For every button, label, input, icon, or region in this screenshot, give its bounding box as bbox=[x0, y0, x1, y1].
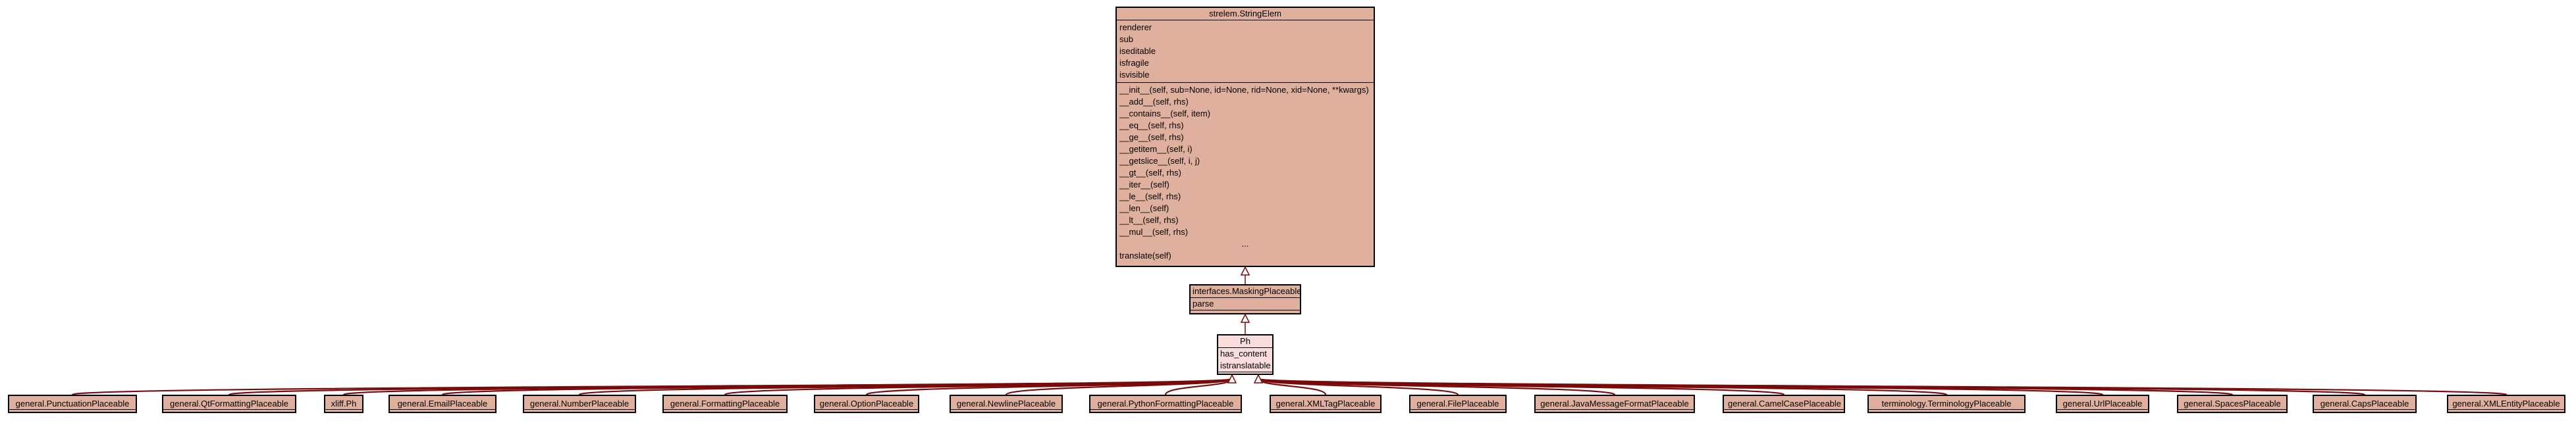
method-row: __add__(self, rhs) bbox=[1119, 97, 1189, 107]
edge-subclass-to-ph bbox=[1257, 378, 1459, 396]
class-general-javamessageformatplaceable[interactable]: general.JavaMessageFormatPlaceable bbox=[1534, 395, 1695, 413]
method-row: __lt__(self, rhs) bbox=[1119, 215, 1179, 225]
method-row: __iter__(self) bbox=[1119, 180, 1169, 189]
class-general-camelcaseplaceable[interactable]: general.CamelCasePlaceable bbox=[1723, 395, 1845, 413]
attribute-row: has_content bbox=[1220, 349, 1267, 359]
method-row: __len__(self) bbox=[1119, 203, 1169, 213]
method-row: ... bbox=[1241, 239, 1249, 249]
class-general-fileplaceable[interactable]: general.FilePlaceable bbox=[1409, 395, 1507, 413]
arrowhead-ph bbox=[1253, 374, 1264, 384]
attribute-row: renderer bbox=[1119, 22, 1152, 32]
attribute-row: iseditable bbox=[1119, 46, 1156, 56]
class-terminology-terminologyplaceable[interactable]: terminology.TerminologyPlaceable bbox=[1867, 395, 2026, 413]
attributes-section: parse bbox=[1191, 298, 1300, 310]
class-general-punctuationplaceable[interactable]: general.PunctuationPlaceable bbox=[8, 395, 137, 413]
class-general-numberplaceable[interactable]: general.NumberPlaceable bbox=[523, 395, 636, 413]
method-row: __ge__(self, rhs) bbox=[1119, 132, 1184, 142]
class-general-emailplaceable[interactable]: general.EmailPlaceable bbox=[389, 395, 496, 413]
class-general-capsplaceable[interactable]: general.CapsPlaceable bbox=[2313, 395, 2417, 413]
methods-section bbox=[1218, 372, 1272, 374]
class-general-xmltagplaceable[interactable]: general.XMLTagPlaceable bbox=[1270, 395, 1382, 413]
method-row: translate(self) bbox=[1119, 251, 1171, 260]
methods-section: __init__(self, sub=None, id=None, rid=No… bbox=[1117, 83, 1374, 263]
arrowhead-mid bbox=[1240, 313, 1250, 323]
attribute-row: isvisible bbox=[1119, 70, 1150, 80]
class-general-pythonformattingplaceable[interactable]: general.PythonFormattingPlaceable bbox=[1089, 395, 1242, 413]
attribute-row: sub bbox=[1119, 34, 1133, 44]
attribute-row: istranslatable bbox=[1220, 360, 1271, 370]
method-row: __le__(self, rhs) bbox=[1119, 191, 1181, 201]
method-row: __init__(self, sub=None, id=None, rid=No… bbox=[1119, 85, 1369, 95]
class-general-qtformattingplaceable[interactable]: general.QtFormattingPlaceable bbox=[162, 395, 296, 413]
class-general-formattingplaceable[interactable]: general.FormattingPlaceable bbox=[662, 395, 788, 413]
class-strelem-stringelem[interactable]: strelem.StringElem renderer sub iseditable… bbox=[1115, 7, 1375, 267]
class-general-newlineplaceable[interactable]: general.NewlinePlaceable bbox=[950, 395, 1063, 413]
method-row: __getitem__(self, i) bbox=[1119, 144, 1193, 154]
class-name: strelem.StringElem bbox=[1117, 8, 1374, 20]
methods-section bbox=[1191, 310, 1300, 312]
class-name: interfaces.MaskingPlaceable bbox=[1191, 285, 1301, 298]
arrowhead-root bbox=[1240, 266, 1250, 276]
class-general-urlplaceable[interactable]: general.UrlPlaceable bbox=[2056, 395, 2149, 413]
attribute-row: parse bbox=[1193, 299, 1214, 309]
class-general-xmlentityplaceable[interactable]: general.XMLEntityPlaceable bbox=[2447, 395, 2565, 413]
class-general-optionplaceable[interactable]: general.OptionPlaceable bbox=[814, 395, 919, 413]
attributes-section: renderer sub iseditable isfragile isvisible bbox=[1117, 20, 1374, 83]
arrowhead-ph bbox=[1227, 374, 1237, 384]
edge-subclass-to-ph bbox=[1257, 378, 2508, 396]
edge-subclass-to-ph bbox=[1005, 378, 1233, 396]
attribute-row: isfragile bbox=[1119, 58, 1149, 68]
method-row: __eq__(self, rhs) bbox=[1119, 120, 1184, 130]
method-row: __contains__(self, item) bbox=[1119, 109, 1211, 118]
class-name: Ph bbox=[1218, 335, 1272, 348]
class-masking-placeable[interactable]: interfaces.MaskingPlaceable parse bbox=[1189, 284, 1301, 314]
method-row: __getslice__(self, i, j) bbox=[1119, 156, 1200, 166]
class-xliff-ph[interactable]: xliff.Ph bbox=[324, 395, 363, 413]
method-row: __mul__(self, rhs) bbox=[1119, 227, 1189, 237]
method-row: __gt__(self, rhs) bbox=[1119, 168, 1181, 178]
class-general-spacesplaceable[interactable]: general.SpacesPlaceable bbox=[2177, 395, 2288, 413]
